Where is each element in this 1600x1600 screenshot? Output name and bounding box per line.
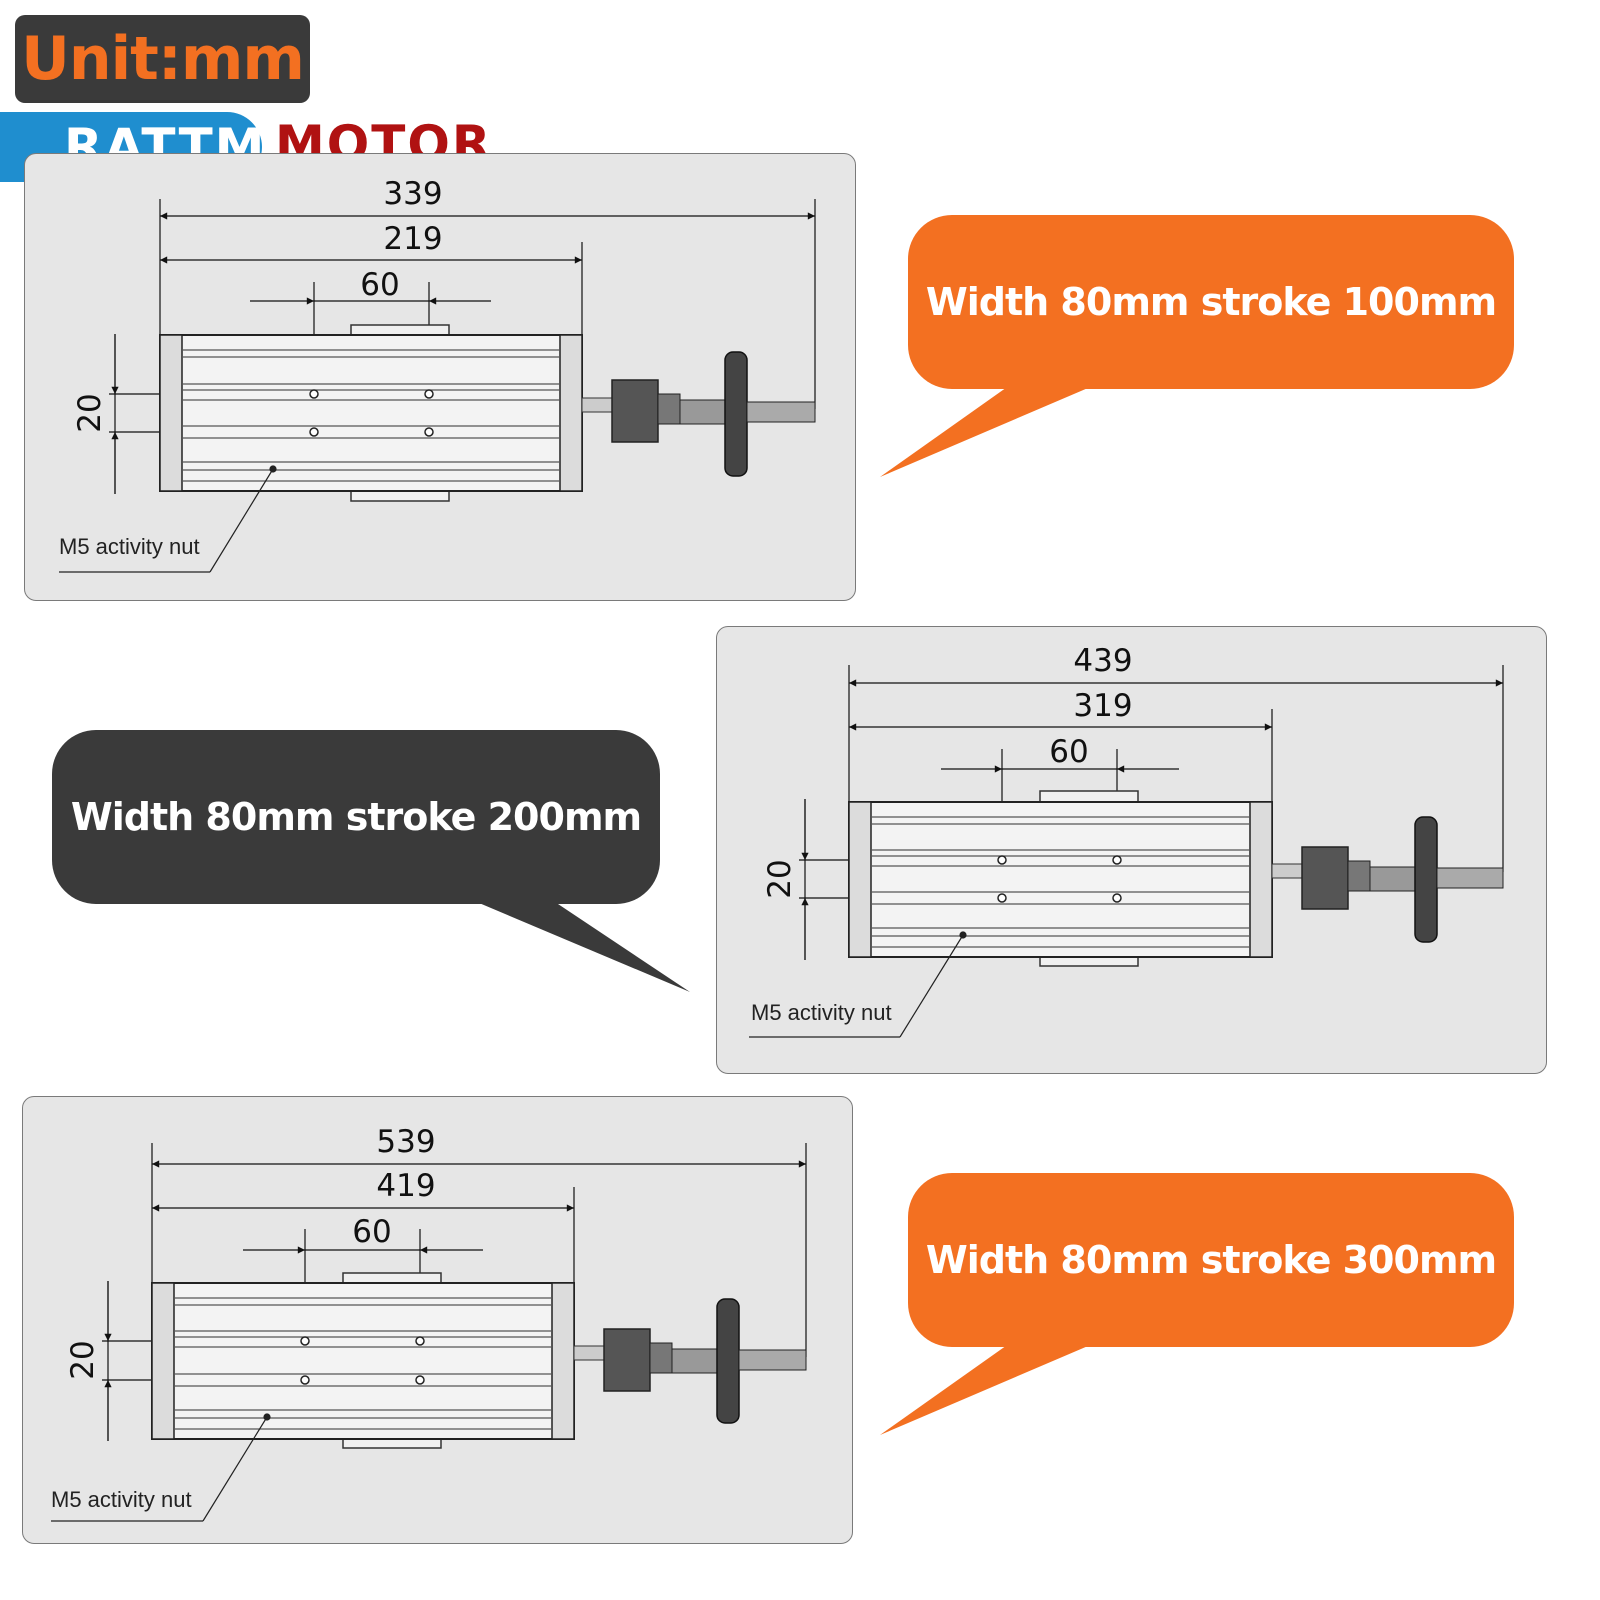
dim-overall: 439 [1073,643,1132,679]
dim-body: 419 [376,1168,435,1204]
callout-label: Width 80mm stroke 100mm [925,280,1497,324]
drawing-panel-100: 339 219 60 20 [24,153,856,601]
drawing-panel-300: 539 419 60 20 [22,1096,853,1544]
dim-hole-spacing: 60 [360,267,399,303]
actuator-drawing: 539 419 60 20 [51,1124,807,1522]
dim-hole-spacing: 60 [352,1214,391,1250]
nut-note: M5 activity nut [751,1000,892,1025]
callout-label: Width 80mm stroke 300mm [925,1238,1497,1282]
dim-overall: 339 [383,176,442,212]
actuator-body [159,324,816,502]
dim-body: 319 [1073,688,1132,724]
dim-overall: 539 [376,1124,435,1160]
dim-row-spacing: 20 [65,1340,101,1379]
dim-body: 219 [383,221,442,257]
nut-note: M5 activity nut [51,1487,192,1512]
unit-badge: Unit:mm [15,15,310,103]
callout-label: Width 80mm stroke 200mm [70,795,642,839]
nut-note: M5 activity nut [59,534,200,559]
callout-stroke-100: Width 80mm stroke 100mm [880,215,1520,480]
actuator-body [151,1272,807,1449]
callout-box: Width 80mm stroke 200mm [52,730,660,904]
dim-row-spacing: 20 [72,393,108,432]
dim-hole-spacing: 60 [1049,734,1088,770]
callout-stroke-200: Width 80mm stroke 200mm [52,730,692,995]
callout-box: Width 80mm stroke 300mm [908,1173,1514,1347]
callout-tail [472,900,690,992]
callout-tail [880,385,1095,477]
unit-label: Unit:mm [21,24,305,94]
callout-box: Width 80mm stroke 100mm [908,215,1514,389]
actuator-drawing: 439 319 60 20 [749,643,1504,1038]
drawing-panel-200: 439 319 60 20 [716,626,1547,1074]
dim-row-spacing: 20 [762,859,798,898]
actuator-body [848,790,1504,967]
callout-stroke-300: Width 80mm stroke 300mm [880,1173,1520,1438]
actuator-drawing: 339 219 60 20 [59,176,816,573]
callout-tail [880,1343,1095,1435]
